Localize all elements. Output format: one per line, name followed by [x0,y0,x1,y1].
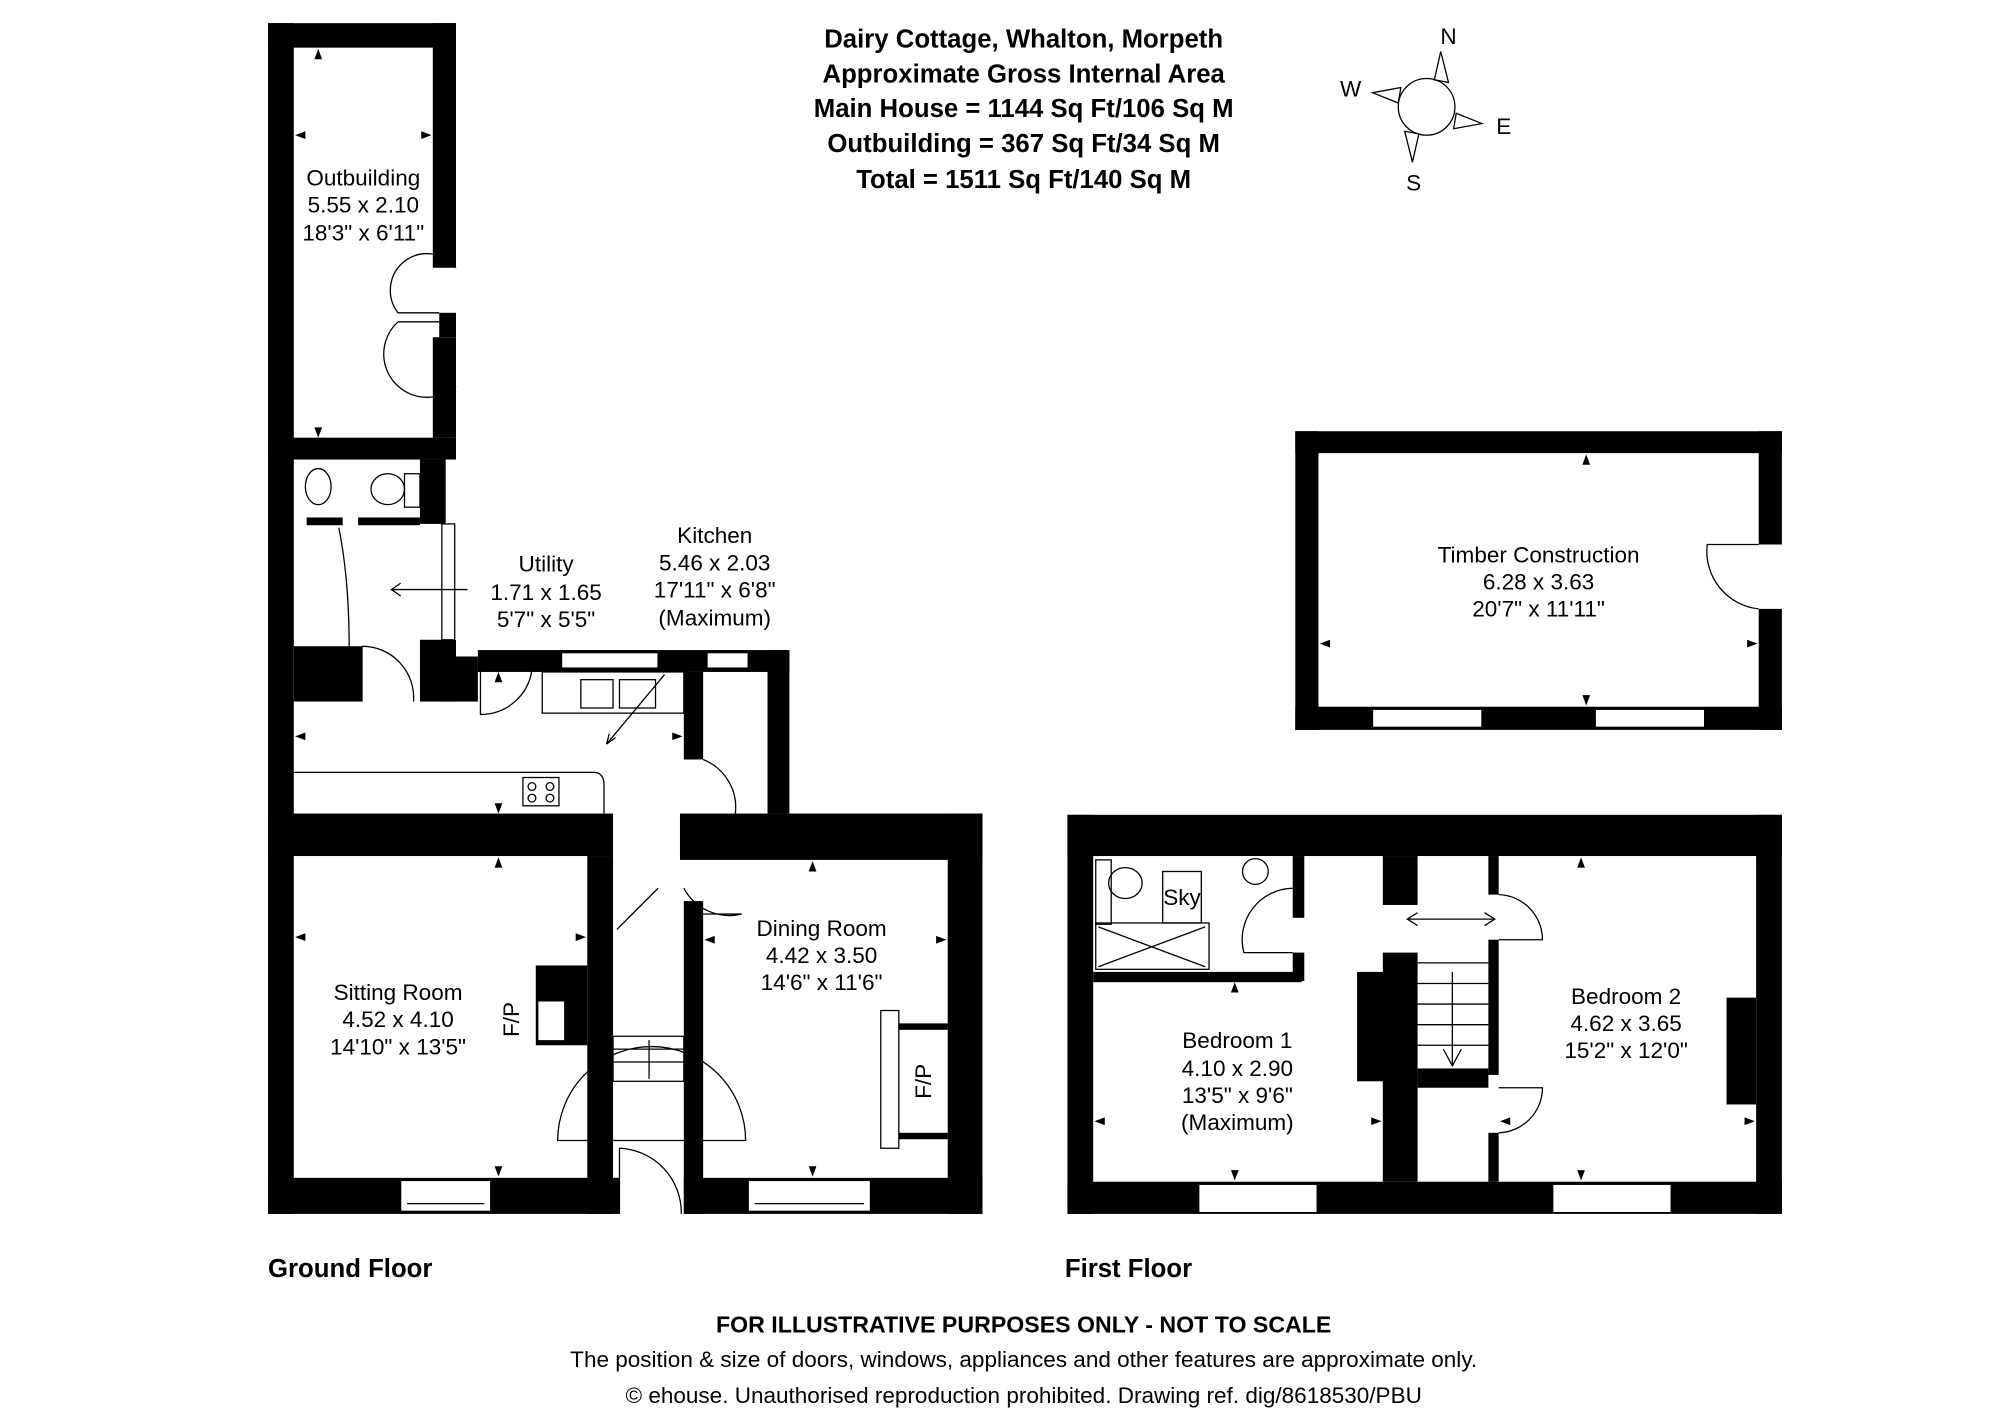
room-name: Outbuilding [306,165,420,190]
footer-note: The position & size of doors, windows, a… [570,1347,1477,1372]
room-imperial: 20'7" x 11'11" [1472,597,1605,622]
room-name: Bedroom 2 [1571,984,1681,1009]
room-metric: 4.62 x 3.65 [1570,1011,1681,1036]
ground-floor-plan [268,23,983,1214]
room-imperial: 5'7" x 5'5" [497,607,595,632]
skylight-label: Sky [1163,885,1201,910]
fireplace-label: F/P [499,1002,524,1037]
area-subtitle: Approximate Gross Internal Area [822,60,1225,88]
room-name: Timber Construction [1438,543,1640,568]
first-floor-plan [1067,814,1782,1214]
disclaimer: FOR ILLUSTRATIVE PURPOSES ONLY - NOT TO … [716,1311,1331,1337]
compass-w: W [1340,77,1362,102]
compass-e: E [1496,114,1511,139]
total-area: Total = 1511 Sq Ft/140 Sq M [856,166,1191,194]
room-kitchen: Kitchen 5.46 x 2.03 17'11" x 6'8" (Maxim… [654,523,776,630]
room-note: (Maximum) [658,606,771,631]
room-name: Utility [519,552,575,577]
timber-construction-plan [1295,431,1782,730]
room-name: Kitchen [677,523,752,548]
room-metric: 5.46 x 2.03 [659,550,770,575]
room-imperial: 14'6" x 11'6" [761,970,883,995]
room-outbuilding: Outbuilding 5.55 x 2.10 18'3" x 6'11" [302,165,424,245]
room-metric: 1.71 x 1.65 [490,580,601,605]
room-name: Dining Room [756,916,886,941]
main-house-area: Main House = 1144 Sq Ft/106 Sq M [814,95,1234,123]
property-title: Dairy Cottage, Whalton, Morpeth [824,26,1223,54]
room-bedroom2: Bedroom 2 4.62 x 3.65 15'2" x 12'0" [1564,984,1687,1063]
room-timber: Timber Construction 6.28 x 3.63 20'7" x … [1438,543,1640,622]
room-imperial: 17'11" x 6'8" [654,577,776,602]
copyright: © ehouse. Unauthorised reproduction proh… [625,1383,1421,1408]
room-metric: 4.10 x 2.90 [1182,1056,1293,1081]
ground-floor-label: Ground Floor [268,1255,432,1283]
room-sitting: Sitting Room 4.52 x 4.10 14'10" x 13'5" … [330,980,524,1059]
header: Dairy Cottage, Whalton, Morpeth Approxim… [814,26,1234,194]
fireplace-label: F/P [911,1064,936,1099]
room-imperial: 13'5" x 9'6" [1182,1083,1293,1108]
room-note: (Maximum) [1181,1110,1294,1135]
room-metric: 4.42 x 3.50 [766,943,877,968]
room-imperial: 15'2" x 12'0" [1564,1038,1687,1063]
compass-n: N [1440,24,1456,49]
room-bedroom1: Bedroom 1 4.10 x 2.90 13'5" x 9'6" (Maxi… [1181,1028,1294,1135]
outbuilding-area: Outbuilding = 367 Sq Ft/34 Sq M [827,130,1220,158]
room-metric: 5.55 x 2.10 [308,192,419,217]
first-floor-label: First Floor [1065,1255,1192,1283]
room-metric: 6.28 x 3.63 [1483,570,1594,595]
room-utility: Utility 1.71 x 1.65 5'7" x 5'5" [490,552,601,632]
room-imperial: 14'10" x 13'5" [330,1034,466,1059]
room-metric: 4.52 x 4.10 [342,1007,453,1032]
room-name: Bedroom 1 [1182,1028,1292,1053]
room-imperial: 18'3" x 6'11" [302,221,424,246]
compass-icon: N S E W [1340,24,1511,196]
room-name: Sitting Room [334,980,463,1005]
room-dining: Dining Room 4.42 x 3.50 14'6" x 11'6" F/… [756,916,935,1099]
compass-s: S [1406,171,1421,196]
